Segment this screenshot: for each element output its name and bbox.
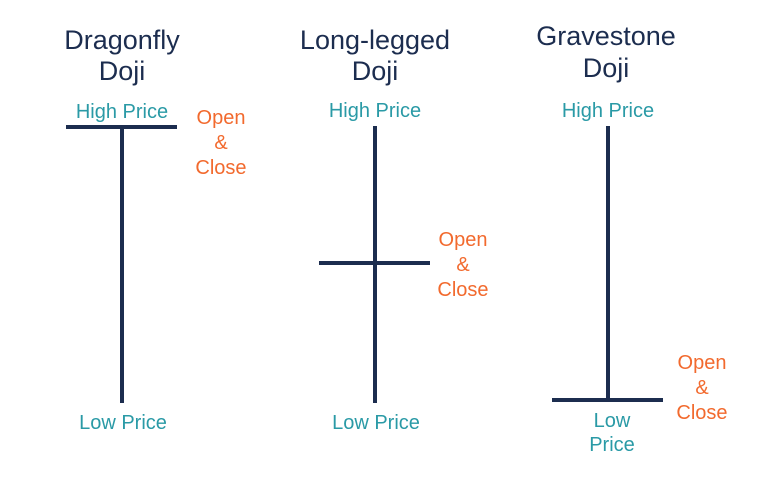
dragonfly-doji: Dragonfly Doji High Price Open & Close L… — [64, 25, 246, 434]
candle-title-line-1: Gravestone — [536, 21, 676, 51]
ampersand-label: & — [695, 377, 709, 399]
low-label-line-2: Price — [589, 434, 635, 456]
open-label: Open — [439, 229, 488, 251]
close-label: Close — [437, 279, 488, 301]
candle-title-line-1: Dragonfly — [64, 25, 180, 55]
open-label: Open — [197, 107, 246, 129]
high-price-label: High Price — [562, 100, 654, 122]
close-label: Close — [676, 402, 727, 424]
candle-title-line-2: Doji — [352, 56, 399, 86]
open-label: Open — [678, 352, 727, 374]
ampersand-label: & — [456, 254, 470, 276]
gravestone-doji: Gravestone Doji High Price Open & Close … — [536, 21, 727, 456]
low-label-line-1: Low — [594, 410, 631, 432]
close-label: Close — [195, 157, 246, 179]
low-price-label: Low Price — [332, 412, 420, 434]
candle-title-line-2: Doji — [583, 53, 630, 83]
long-legged-doji: Long-legged Doji High Price Open & Close… — [300, 25, 489, 434]
low-price-label: Low Price — [79, 412, 167, 434]
candle-title-line-2: Doji — [99, 56, 146, 86]
high-price-label: High Price — [329, 100, 421, 122]
candle-title-line-1: Long-legged — [300, 25, 450, 55]
high-price-label: High Price — [76, 101, 168, 123]
ampersand-label: & — [214, 132, 228, 154]
